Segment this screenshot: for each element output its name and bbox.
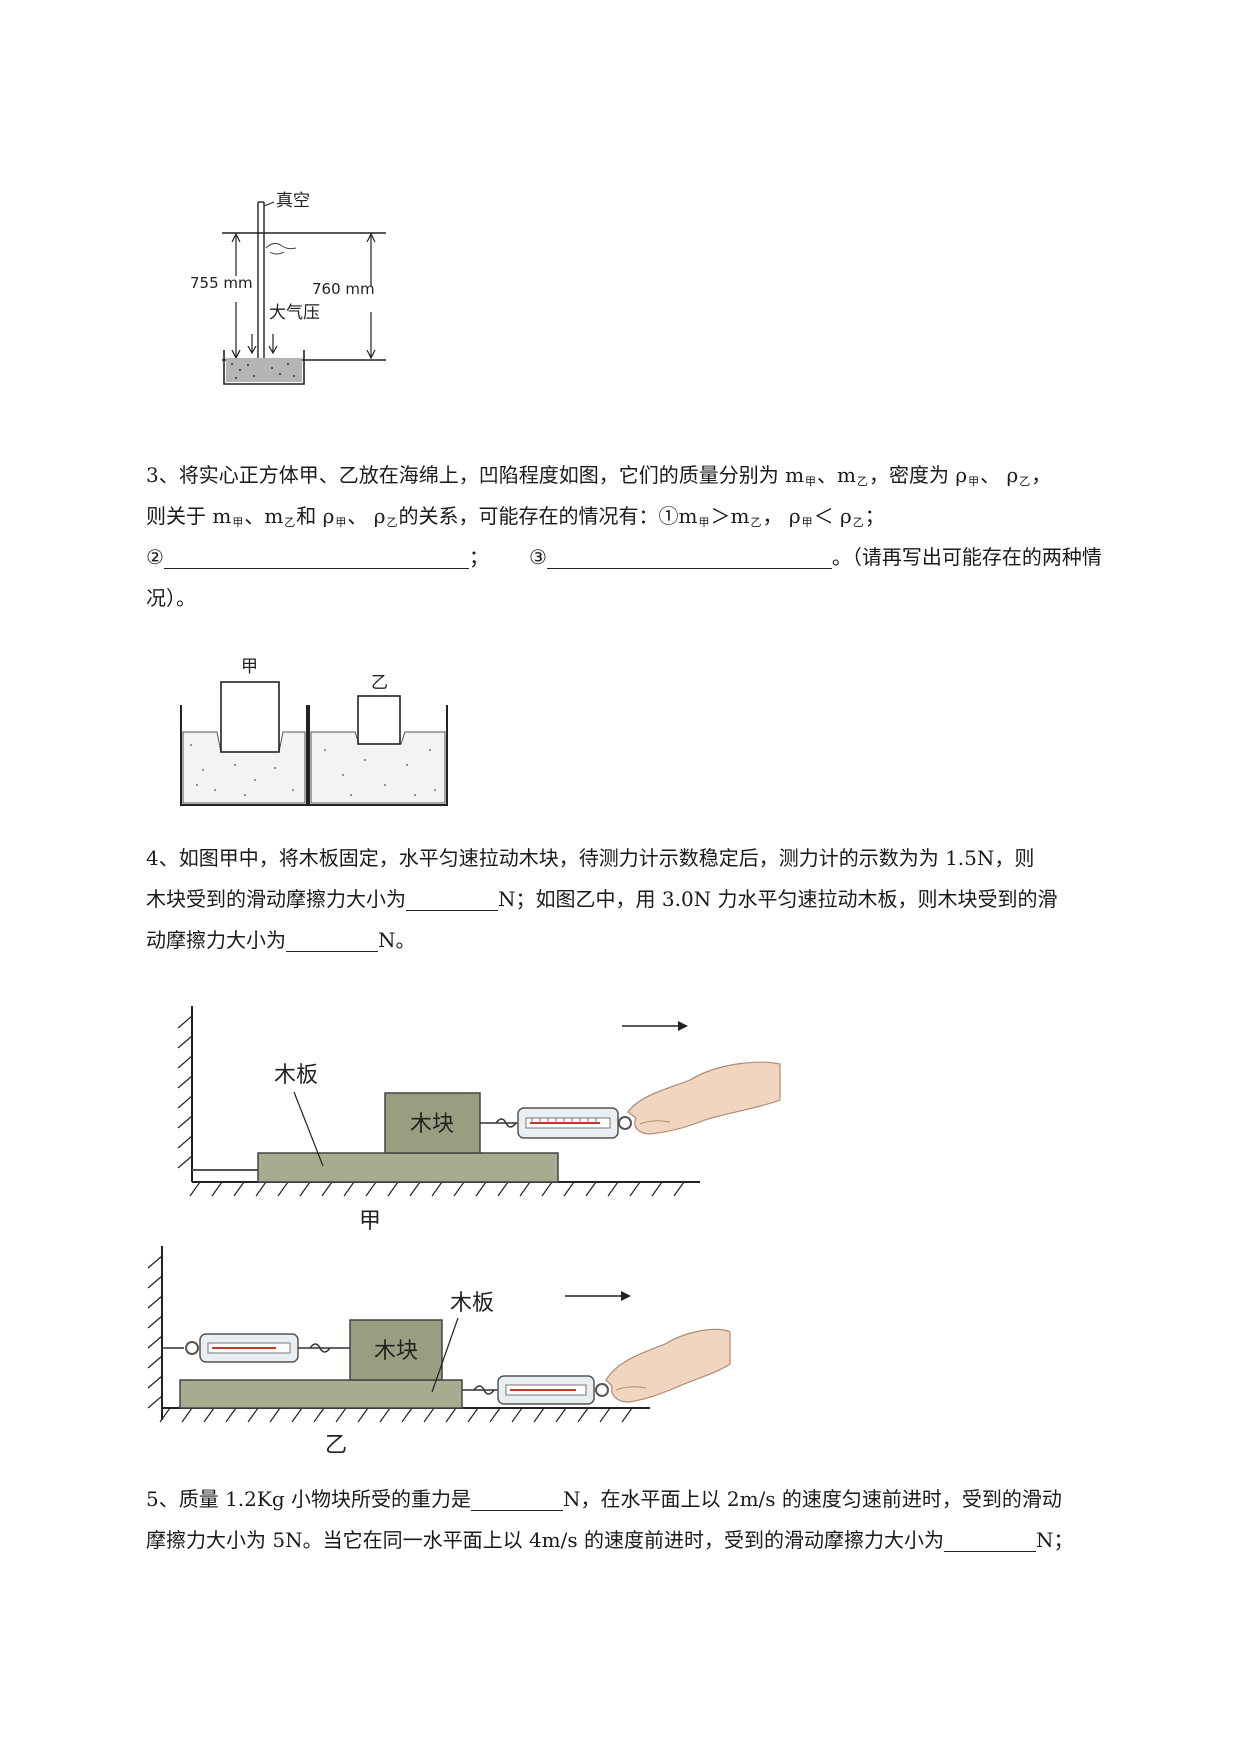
answer-blank-q5-2[interactable] <box>944 1525 1036 1552</box>
friction-figure-a: 木块 木板 甲 <box>170 1000 790 1235</box>
q5-line-2: 摩擦力大小为 5N。当它在同一水平面上以 4m/s 的速度前进时，受到的滑动摩擦… <box>146 1520 1166 1561</box>
answer-blank-2[interactable] <box>163 542 469 569</box>
question-4: 4、如图甲中，将木板固定，水平匀速拉动木块，待测力计示数稳定后，测力计的示数为为… <box>146 838 1166 961</box>
sponge-figure: 甲 乙 <box>175 650 465 820</box>
board-label: 木板 <box>274 1063 318 1088</box>
q3-line-1: 3、将实心正方体甲、乙放在海绵上，凹陷程度如图，它们的质量分别为 m甲、m乙，密… <box>146 463 1052 488</box>
q3-line-4: 况）。 <box>146 586 196 610</box>
board-label-b: 木板 <box>450 1291 494 1316</box>
figure-caption-yi: 乙 <box>325 1433 347 1458</box>
left-height-label: 755 mm <box>190 274 253 292</box>
block-label: 木块 <box>410 1112 454 1137</box>
right-height-label: 760 mm <box>312 280 375 298</box>
answer-blank-q4-2[interactable] <box>286 925 378 952</box>
pressure-label: 大气压 <box>269 303 320 323</box>
barometer-diagram: 真空 755 mm 760 mm 大气压 <box>190 191 386 385</box>
friction-diagram-a: 木块 木板 甲 <box>177 1006 781 1234</box>
vacuum-label: 真空 <box>276 191 310 211</box>
q4-line-1: 4、如图甲中，将木板固定，水平匀速拉动木块，待测力计示数稳定后，测力计的示数为为… <box>146 846 1035 870</box>
q3-line-3: ②；③。（请再写出可能存在的两种情 <box>146 537 1166 578</box>
friction-figure-b: 木块 木板 乙 <box>140 1240 760 1460</box>
answer-blank-q4-1[interactable] <box>406 884 498 911</box>
answer-blank-q5-1[interactable] <box>471 1484 563 1511</box>
barometer-figure: 真空 755 mm 760 mm 大气压 <box>190 190 430 430</box>
q3-line-2: 则关于 m甲、m乙和 ρ甲、 ρ乙的关系，可能存在的情况有：①m甲＞m乙， ρ甲… <box>146 504 885 529</box>
cube-jia-label: 甲 <box>241 657 258 677</box>
cube-yi-label: 乙 <box>371 673 388 693</box>
question-3: 3、将实心正方体甲、乙放在海绵上，凹陷程度如图，它们的质量分别为 m甲、m乙，密… <box>146 455 1166 619</box>
answer-blank-3[interactable] <box>546 542 832 569</box>
figure-caption-jia: 甲 <box>359 1209 381 1234</box>
block-label-b: 木块 <box>374 1339 418 1364</box>
sponge-diagram: 甲 乙 <box>180 657 448 806</box>
friction-diagram-b: 木块 木板 乙 <box>147 1246 731 1458</box>
